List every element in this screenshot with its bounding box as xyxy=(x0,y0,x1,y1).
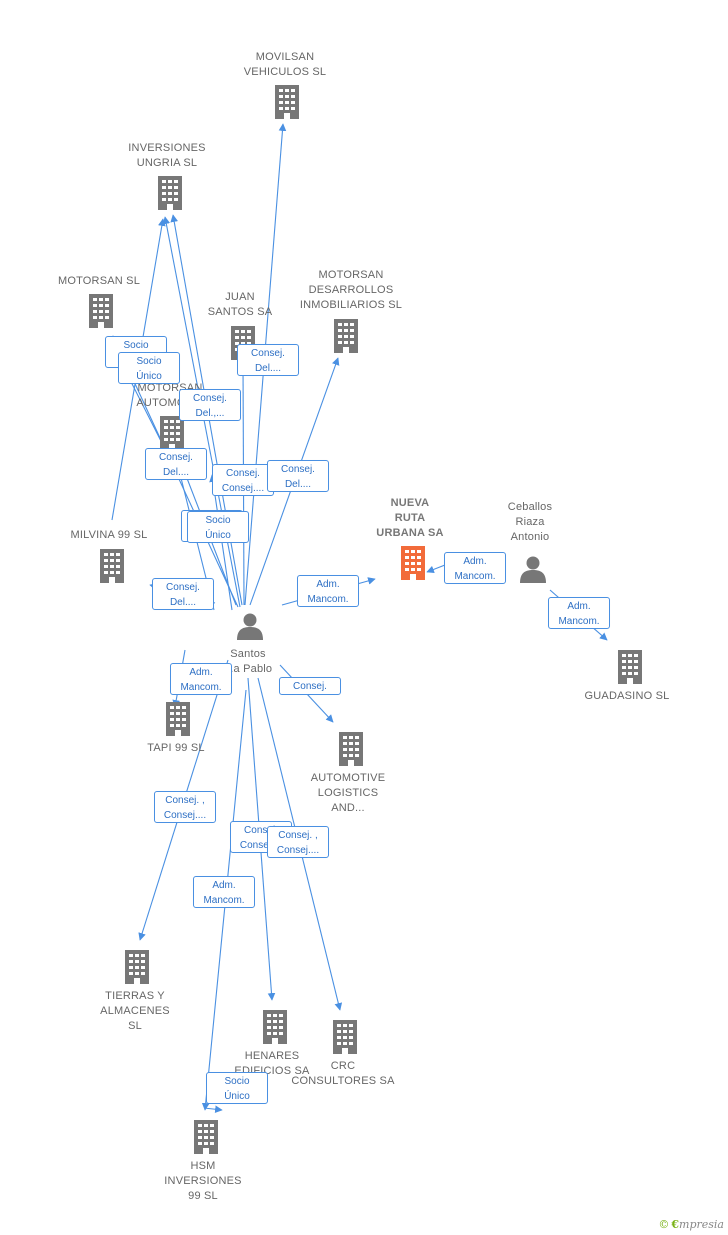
node-label-motorsan_desarrollos[interactable]: MOTORSAN DESARROLLOS INMOBILIARIOS SL xyxy=(299,269,403,311)
edge-label-e_juansantos[interactable]: Consej. Del.... xyxy=(237,344,299,376)
building-icon-motorsan_desarrollos[interactable] xyxy=(334,319,358,353)
building-icon-movilsan[interactable] xyxy=(275,85,299,119)
edge-label-e_guadasino[interactable]: Adm. Mancom. xyxy=(548,597,610,629)
node-label-tierras[interactable]: TIERRAS Y ALMACENES SL xyxy=(100,990,170,1032)
edge-label-e_motorsan_2[interactable]: Socio Único xyxy=(118,352,180,384)
building-icon-guadasino[interactable] xyxy=(618,650,642,684)
node-label-milvina[interactable]: MILVINA 99 SL xyxy=(70,529,148,541)
node-label-juansantos[interactable]: JUAN SANTOS SA xyxy=(207,291,273,318)
edge-label-e_automotive[interactable]: Consej. xyxy=(279,677,341,695)
building-icon-tapi[interactable] xyxy=(166,702,190,736)
edge-line-21 xyxy=(203,1105,223,1114)
edge-label-e_hsm_adm[interactable]: Adm. Mancom. xyxy=(193,876,255,908)
node-label-automotive[interactable]: AUTOMOTIVE LOGISTICS AND... xyxy=(310,772,386,814)
node-label-ungria[interactable]: INVERSIONES UNGRIA SL xyxy=(128,142,206,169)
building-icon-hsm[interactable] xyxy=(194,1120,218,1154)
node-label-motorsan[interactable]: MOTORSAN SL xyxy=(57,275,141,287)
building-icon-nueva_ruta[interactable] xyxy=(401,546,425,580)
building-icon-ungria[interactable] xyxy=(158,176,182,210)
edge-label-e_nueva_ceballos[interactable]: Adm. Mancom. xyxy=(444,552,506,584)
edge-label-e_crc[interactable]: Consej. , Consej.... xyxy=(267,826,329,858)
edge-label-e_automoc_2[interactable]: Consej. Del.... xyxy=(145,448,207,480)
edge-label-e_hsm_socio[interactable]: Socio Único xyxy=(206,1072,268,1104)
node-label-crc[interactable]: CRC CONSULTORES SA xyxy=(291,1060,395,1087)
edge-label-e_tierras[interactable]: Consej. , Consej.... xyxy=(154,791,216,823)
building-icon-motorsan_automoc[interactable] xyxy=(160,416,184,450)
building-icon-motorsan[interactable] xyxy=(89,294,113,328)
building-icon-tierras[interactable] xyxy=(125,950,149,984)
person-icon-santos[interactable] xyxy=(237,613,263,641)
building-icon-automotive[interactable] xyxy=(339,732,363,766)
building-icon-henares[interactable] xyxy=(263,1010,287,1044)
edge-label-e_tapi[interactable]: Adm. Mancom. xyxy=(170,663,232,695)
edge-label-e_nueva_santos[interactable]: Adm. Mancom. xyxy=(297,575,359,607)
person-icon-ceballos[interactable] xyxy=(520,556,546,584)
node-label-movilsan[interactable]: MOVILSAN VEHICULOS SL xyxy=(243,51,327,78)
edge-label-e_desarrollos_a[interactable]: Consej. Consej.... xyxy=(212,464,274,496)
edge-label-e_ungria_2[interactable]: Socio Único xyxy=(187,511,249,543)
node-label-ceballos[interactable]: Ceballos Riaza Antonio xyxy=(507,501,553,543)
edge-line-13 xyxy=(426,564,446,574)
edge-label-e_milvina[interactable]: Consej. Del.... xyxy=(152,578,214,610)
building-icon-milvina[interactable] xyxy=(100,549,124,583)
node-label-nueva_ruta[interactable]: NUEVA RUTA URBANA SA xyxy=(376,497,444,539)
node-label-tapi[interactable]: TAPI 99 SL xyxy=(147,742,205,754)
node-label-guadasino[interactable]: GUADASINO SL xyxy=(584,690,670,702)
edge-label-e_automoc_1[interactable]: Consej. Del.,... xyxy=(179,389,241,421)
edge-label-e_desarrollos_b[interactable]: Consej. Del.... xyxy=(267,460,329,492)
empresia-logo: ©€mpresia xyxy=(658,1218,724,1231)
node-label-hsm[interactable]: HSM INVERSIONES 99 SL xyxy=(164,1160,242,1202)
